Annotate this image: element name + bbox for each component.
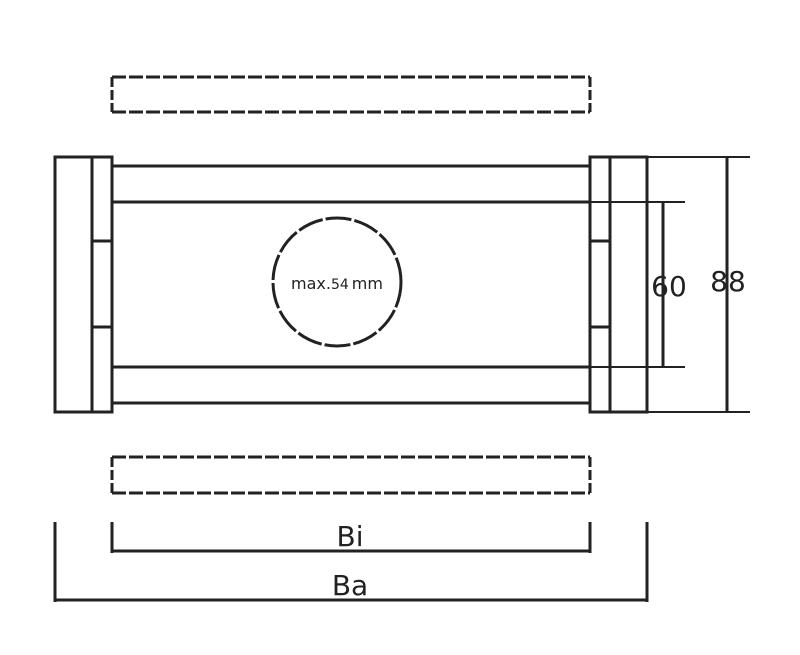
left-side-plate <box>53 155 114 414</box>
circle-label-unit: mm <box>352 274 383 293</box>
top-cover-strip <box>110 75 592 114</box>
outer-height-dimension-lines <box>647 156 750 413</box>
circle-label-prefix: max. <box>291 274 331 293</box>
outer-width-label: Ba <box>332 569 368 602</box>
circle-label-value: 54 <box>331 277 349 293</box>
inner-width-label: Bi <box>337 520 364 553</box>
outer-height-label: 88 <box>710 265 746 298</box>
bottom-cover-strip <box>110 455 592 495</box>
inner-width-dimension-lines <box>110 522 592 553</box>
max-cable-diameter-circle <box>271 216 403 348</box>
outer-width-dimension-lines <box>53 522 649 602</box>
inner-height-dimension-lines <box>590 201 685 368</box>
inner-height-label: 60 <box>651 270 687 303</box>
crossbars <box>112 164 590 405</box>
right-side-plate <box>588 155 649 414</box>
